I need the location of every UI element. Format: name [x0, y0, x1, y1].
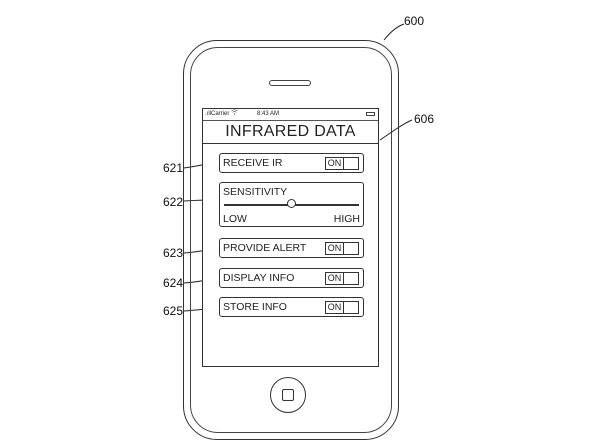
speaker-slot	[269, 80, 311, 86]
sensitivity-slider-knob[interactable]	[287, 199, 296, 208]
store-info-label: STORE INFO	[223, 301, 287, 313]
screen-title: INFRARED DATA	[203, 121, 378, 144]
carrier-label: .ıllCarrier	[205, 109, 229, 120]
ref-label-625: 625	[163, 304, 184, 318]
phone-inner-bezel	[190, 47, 392, 433]
status-time: 8:43 AM	[257, 111, 280, 117]
sensitivity-panel: SENSITIVITY LOW HIGH	[219, 182, 364, 227]
sensitivity-high-label: HIGH	[333, 213, 360, 225]
device-screen: .ıllCarrier 8:43 AM INFRARED DATA RECEIV…	[202, 108, 379, 367]
leader-606	[379, 119, 413, 141]
phone-outer-shell	[183, 40, 399, 440]
display-info-label: DISPLAY INFO	[223, 272, 295, 284]
ref-label-600: 600	[404, 14, 425, 28]
status-bar: .ıllCarrier 8:43 AM	[203, 109, 378, 121]
sensitivity-low-label: LOW	[223, 213, 247, 225]
home-button[interactable]	[270, 377, 306, 413]
display-info-row: DISPLAY INFO ON	[219, 268, 364, 288]
provide-alert-toggle[interactable]: ON	[325, 242, 359, 255]
wifi-icon	[231, 109, 238, 120]
home-square-icon	[282, 389, 294, 401]
display-info-toggle[interactable]: ON	[325, 272, 359, 285]
store-info-row: STORE INFO ON	[219, 297, 364, 317]
carrier-text: Carrier	[211, 111, 230, 117]
ref-label-621: 621	[163, 161, 184, 175]
provide-alert-toggle-state: ON	[326, 243, 344, 254]
store-info-toggle[interactable]: ON	[325, 301, 359, 314]
provide-alert-label: PROVIDE ALERT	[223, 242, 307, 254]
ref-label-606: 606	[414, 112, 435, 126]
signal-bars-icon: .ıll	[205, 111, 211, 117]
leader-600	[383, 23, 405, 41]
store-info-toggle-state: ON	[326, 302, 344, 313]
receive-ir-label: RECEIVE IR	[223, 157, 283, 169]
sensitivity-label: SENSITIVITY	[223, 186, 288, 198]
battery-icon	[366, 112, 375, 116]
receive-ir-toggle[interactable]: ON	[325, 157, 359, 170]
ref-label-622: 622	[163, 195, 184, 209]
ref-label-624: 624	[163, 276, 184, 290]
display-info-toggle-state: ON	[326, 273, 344, 284]
provide-alert-row: PROVIDE ALERT ON	[219, 238, 364, 258]
receive-ir-toggle-state: ON	[326, 158, 344, 169]
ref-label-623: 623	[163, 246, 184, 260]
receive-ir-row: RECEIVE IR ON	[219, 153, 364, 173]
